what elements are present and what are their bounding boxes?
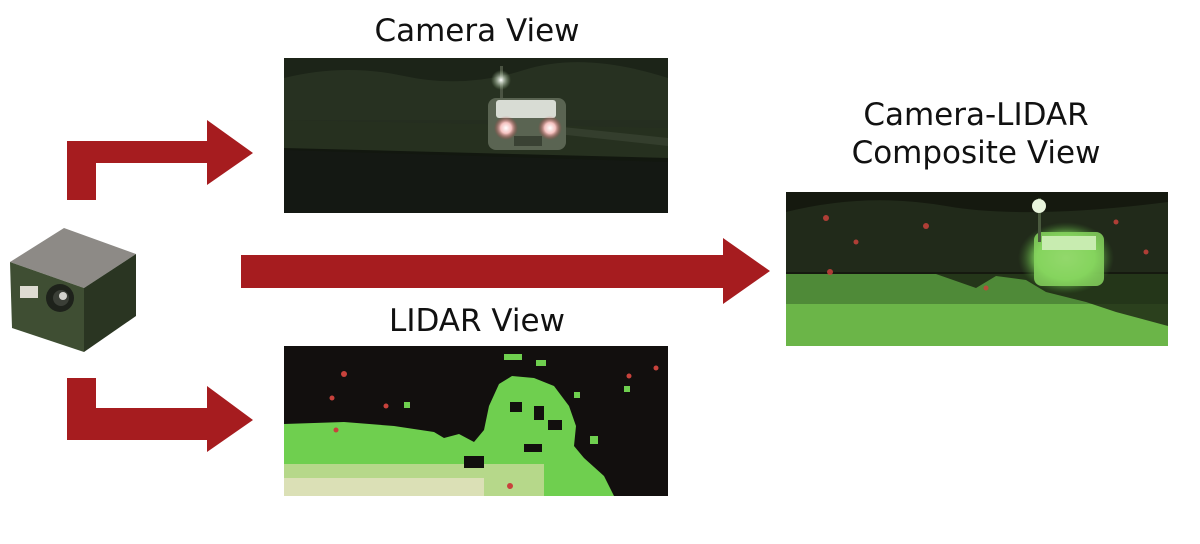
arrow-to-composite-view	[241, 238, 770, 304]
arrow-to-lidar-view	[67, 378, 253, 452]
composite-view-title: Camera-LIDAR Composite View	[786, 96, 1166, 172]
arrow-to-camera-view	[67, 120, 253, 200]
camera-view-title: Camera View	[374, 13, 580, 49]
lidar-view-image	[284, 346, 668, 496]
lidar-view-title: LIDAR View	[389, 303, 565, 339]
composite-title-line1: Camera-LIDAR	[863, 97, 1089, 133]
camera-view-image	[284, 58, 668, 213]
camera-lidar-sensor-icon	[10, 228, 136, 352]
composite-title-line2: Composite View	[851, 135, 1101, 171]
composite-view-image	[786, 192, 1168, 346]
